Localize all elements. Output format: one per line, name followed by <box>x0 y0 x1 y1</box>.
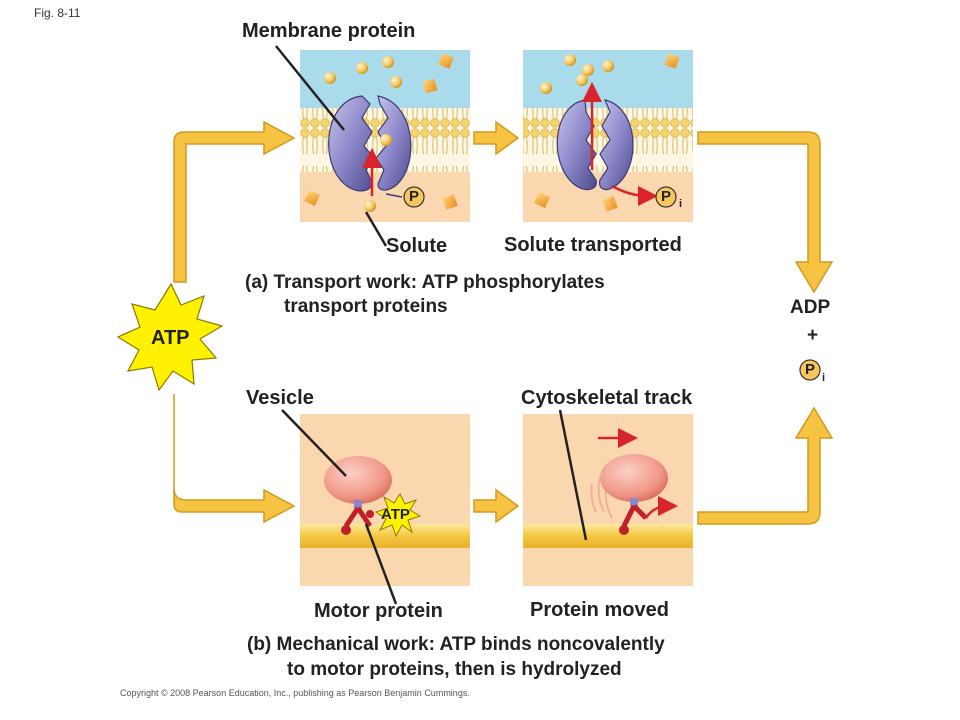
vesicle <box>324 456 392 504</box>
atp-star-large <box>116 282 224 392</box>
motor-protein-right <box>619 498 648 535</box>
atp-star-small <box>374 493 422 538</box>
transport-protein-open <box>556 99 634 191</box>
flow-arrows <box>173 120 834 525</box>
panel-b-left <box>300 414 470 586</box>
vesicle-moved <box>600 454 668 502</box>
figure-number: Fig. 8-11 <box>34 6 81 20</box>
label-motor-protein: Motor protein <box>314 600 443 622</box>
atp-label: ATP <box>151 327 190 349</box>
label-vesicle: Vesicle <box>246 387 314 409</box>
phosphate-label: P <box>409 188 420 205</box>
pi-label-a: P <box>661 188 672 205</box>
pi-subscript-right: i <box>822 372 826 384</box>
label-cytoskeletal-track: Cytoskeletal track <box>521 387 693 409</box>
atp-label-small: ATP <box>381 506 410 523</box>
panel-a-left <box>300 50 470 222</box>
caption-a-line1: (a) Transport work: ATP phosphorylates <box>245 272 605 293</box>
pi-subscript-a: i <box>679 198 683 210</box>
solute-circles-transported <box>540 54 614 94</box>
pointer-cytoskeletal-track <box>558 409 588 541</box>
square-solutes-transported <box>534 53 680 212</box>
label-protein-moved: Protein moved <box>530 599 669 621</box>
label-solute-transported: Solute transported <box>504 234 682 256</box>
caption-b-line2: to motor proteins, then is hydrolyzed <box>287 659 622 680</box>
label-solute: Solute <box>386 235 448 257</box>
pointer-motor-protein <box>364 523 398 605</box>
pointer-membrane-protein <box>275 45 345 131</box>
phosphate-circle <box>403 186 425 208</box>
pointer-solute <box>364 211 388 247</box>
label-membrane-protein: Membrane protein <box>242 20 416 42</box>
panel-b-right <box>523 414 693 586</box>
caption-b-line1: (b) Mechanical work: ATP binds noncovale… <box>247 634 665 655</box>
motor-protein-left <box>341 500 374 535</box>
pi-label-right: P <box>805 361 816 378</box>
pi-circle-a <box>655 186 677 208</box>
copyright: Copyright © 2008 Pearson Education, Inc.… <box>120 688 470 698</box>
pointer-vesicle <box>281 409 347 477</box>
adp-label: ADP <box>790 297 831 318</box>
panel-a-right <box>523 50 693 222</box>
pi-circle-right <box>799 359 821 381</box>
caption-a-line2: transport proteins <box>284 296 448 317</box>
plus-label: + <box>807 325 819 346</box>
solute-circles <box>324 56 402 212</box>
square-solutes <box>304 53 458 210</box>
